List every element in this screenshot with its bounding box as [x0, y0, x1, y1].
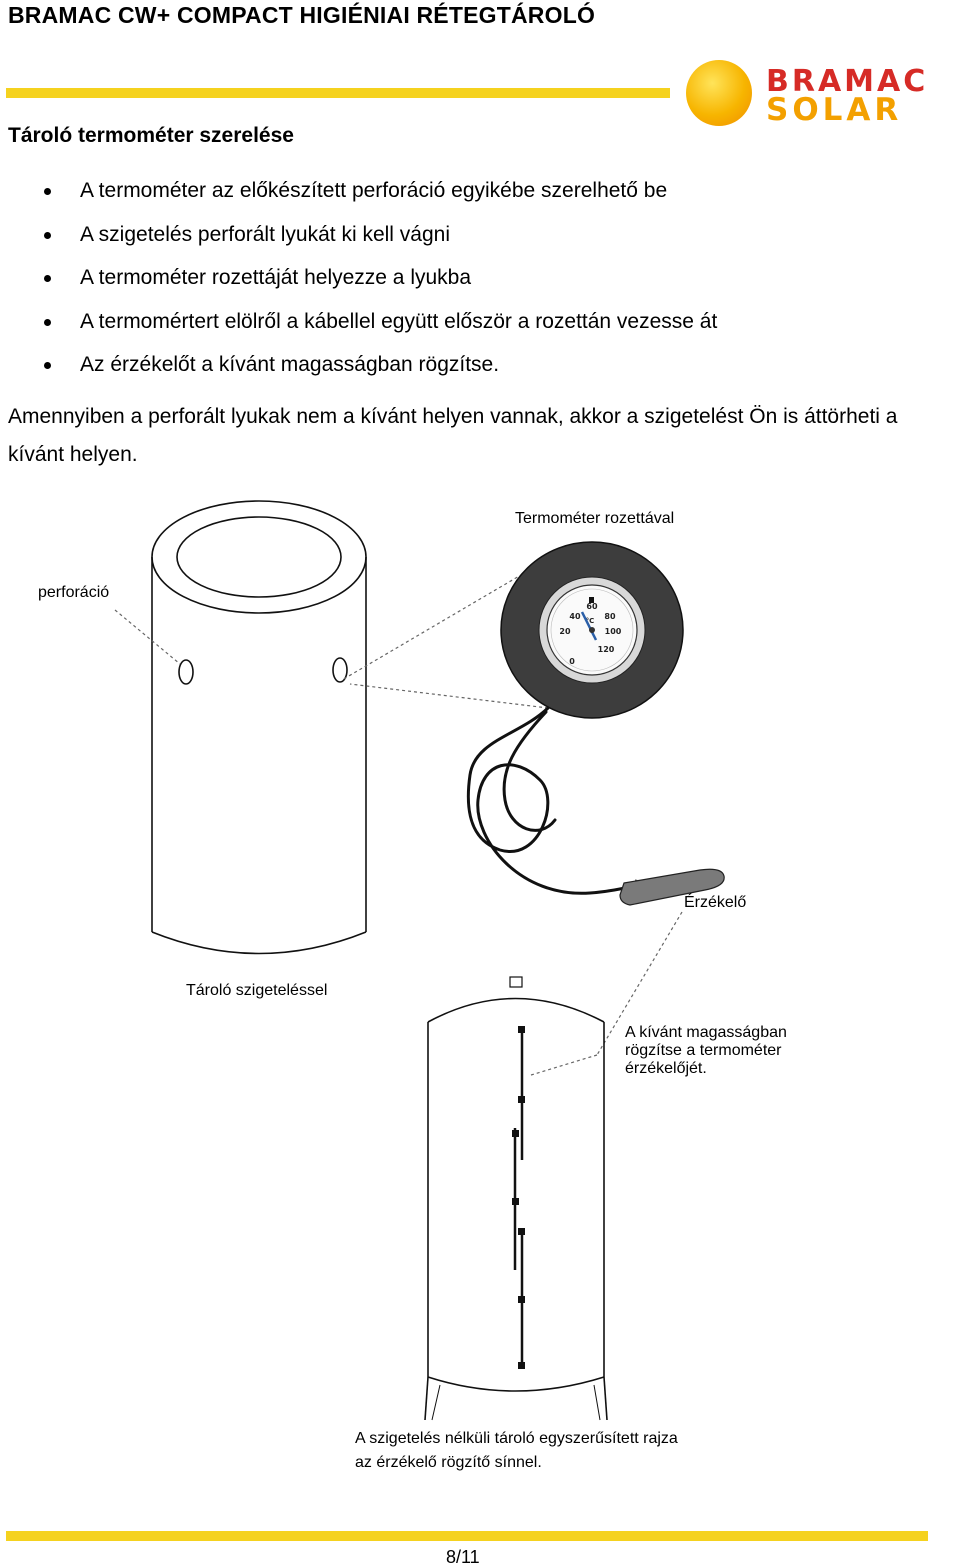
gauge-tick-label: 0 [569, 657, 575, 666]
document-title: BRAMAC CW+ COMPACT HIGIÉNIAI RÉTEGTÁROLÓ [8, 2, 596, 28]
gauge-tick-label: 100 [605, 627, 622, 636]
page-number: 8/11 [446, 1547, 480, 1567]
list-item-text: A szigetelés perforált lyukát ki kell vá… [80, 222, 451, 246]
footer-divider-bar [6, 1531, 928, 1541]
gauge-tick-label: 20 [559, 627, 571, 636]
bullet-icon [44, 318, 51, 326]
label-desired-height-line3: érzékelőjét. [625, 1060, 707, 1077]
logo-text-solar: SOLAR [766, 92, 903, 128]
label-sensor: Érzékelő [684, 894, 747, 911]
bullet-icon [44, 275, 51, 282]
label-perforation: perforáció [38, 584, 110, 601]
list-item-text: A termométer rozettáját helyezze a lyukb… [80, 266, 472, 289]
list-item-text: Az érzékelőt a kívánt magasságban rögzít… [80, 353, 500, 376]
sensor-probe-drawing [619, 868, 725, 906]
gauge-unit-label: °C [586, 617, 595, 625]
sun-logo-icon [686, 60, 752, 126]
list-item-text: A termomértert elölről a kábellel együtt… [80, 309, 718, 333]
perforation-hole-left [178, 659, 194, 685]
list-item: Az érzékelőt a kívánt magasságban rögzít… [0, 348, 717, 392]
list-item: A termométer rozettáját helyezze a lyukb… [0, 261, 717, 305]
list-item: A szigetelés perforált lyukát ki kell vá… [0, 218, 717, 262]
thermometer-rosette-drawing: 0 20 40 60 80 100 120 °C [500, 541, 684, 719]
list-item: A termomértert elölről a kábellel együtt… [0, 305, 717, 349]
header-divider-bar [6, 88, 670, 98]
logo-text-bramac: BRAMAC [766, 64, 929, 99]
bramac-solar-logo: BRAMAC SOLAR [684, 54, 934, 140]
label-desired-height-line1: A kívánt magasságban [625, 1024, 787, 1041]
gauge-tick-label: 40 [569, 612, 581, 621]
label-desired-height-line2: rögzítse a termométer [625, 1042, 782, 1059]
gauge-tick-label: 80 [604, 612, 616, 621]
instruction-list: A termométer az előkészített perforáció … [0, 174, 717, 392]
uninsulated-tank-drawing [424, 976, 608, 1421]
caption-line1: A szigetelés nélküli tároló egyszerűsíte… [355, 1430, 678, 1447]
list-item: A termométer az előkészített perforáció … [0, 174, 717, 218]
bullet-icon [44, 188, 51, 195]
sensor-cable-drawing [466, 706, 627, 895]
gauge-needle [580, 611, 598, 641]
bullet-icon [44, 362, 51, 369]
label-thermometer-rosette: Termométer rozettával [515, 510, 675, 527]
caption-line2: az érzékelő rögzítő sínnel. [355, 1454, 542, 1471]
list-item-text: A termométer az előkészített perforáció … [80, 179, 668, 202]
leader-lines [114, 564, 691, 1076]
gauge-tick-label: 60 [586, 602, 598, 611]
bullet-icon [44, 231, 51, 239]
perforation-hole-right [332, 657, 348, 683]
note-paragraph: Amennyiben a perforált lyukak nem a kívá… [8, 405, 898, 466]
label-insulated-tank: Tároló szigeteléssel [186, 982, 328, 999]
gauge-tick-label: 120 [598, 645, 615, 654]
section-title: Tároló termométer szerelése [8, 124, 294, 147]
insulated-tank-drawing [151, 500, 367, 955]
